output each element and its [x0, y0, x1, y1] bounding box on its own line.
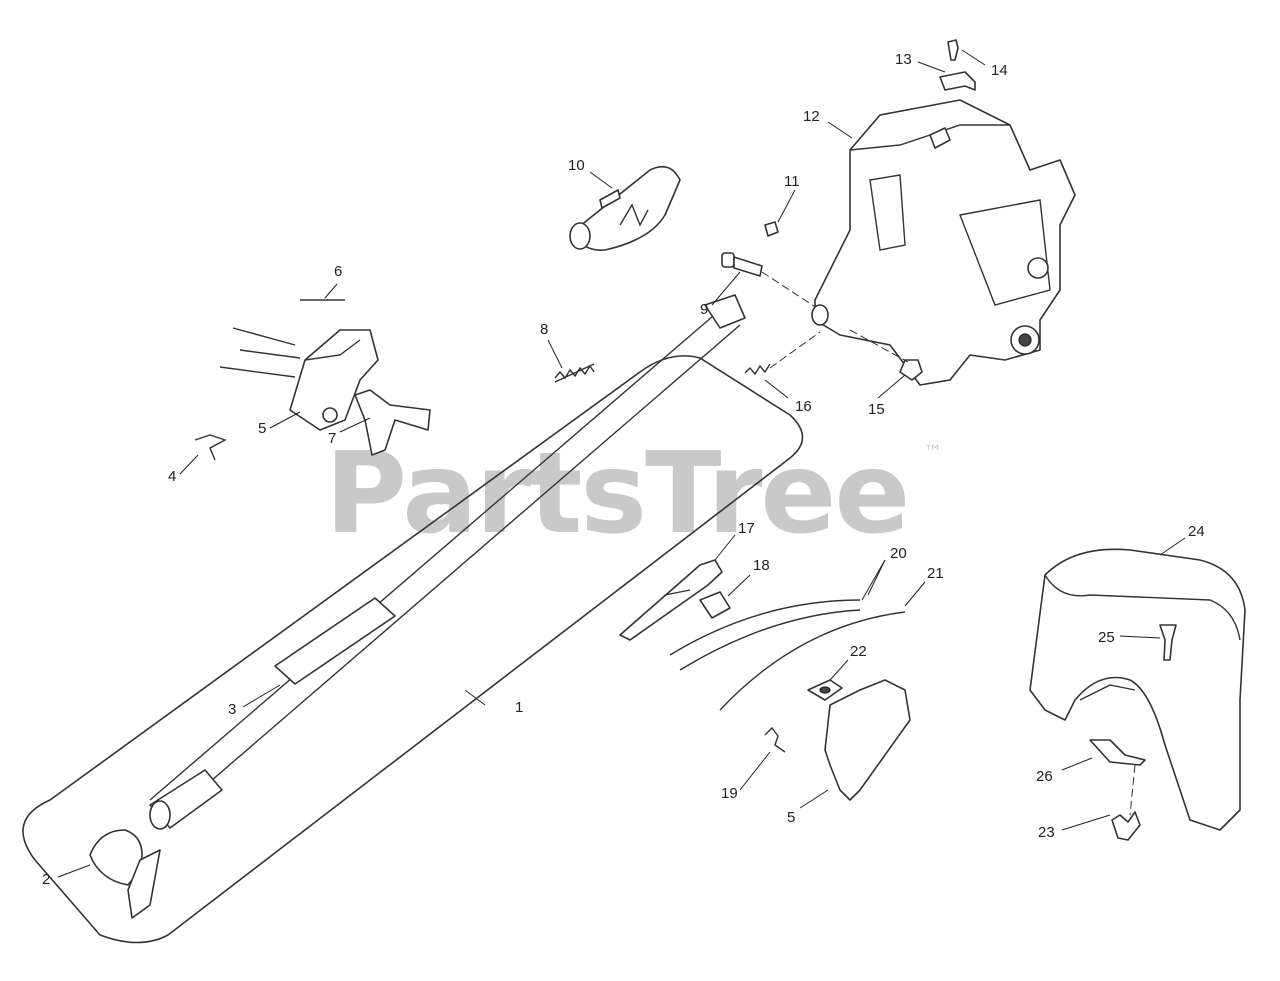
spring-clip [194, 434, 227, 461]
callout-1: 1 [515, 699, 523, 716]
callout-21: 21 [927, 565, 944, 582]
callout-9: 9 [700, 301, 708, 318]
callout-11: 11 [784, 173, 800, 190]
callout-12: 12 [803, 108, 820, 125]
wire-harness [669, 599, 861, 656]
callout-20: 20 [890, 545, 907, 562]
nut [899, 359, 923, 381]
throttle-trigger [354, 389, 431, 456]
shaft-assembly [22, 294, 804, 944]
handle-housing-upper [289, 329, 379, 431]
wing-nut [1111, 811, 1141, 841]
callout-25: 25 [1098, 629, 1115, 646]
stop-switch [619, 559, 723, 641]
callout-16: 16 [795, 398, 812, 415]
screw-small [764, 221, 779, 237]
callout-8: 8 [540, 321, 548, 338]
torsion-spring [764, 726, 786, 753]
watermark-text: PartsTree [325, 429, 908, 559]
bracket-clip [939, 71, 976, 91]
guard-bolt [1159, 624, 1177, 661]
callout-18: 18 [753, 557, 770, 574]
guard-bracket [1089, 739, 1146, 766]
handle-housing-lower [824, 679, 911, 801]
spring-small [744, 363, 771, 376]
engine-assembly [811, 99, 1076, 386]
callout-17: 17 [738, 520, 755, 537]
screw-top [947, 39, 959, 61]
connector [699, 591, 731, 619]
screw-set [219, 299, 345, 378]
callout-26: 26 [1036, 768, 1053, 785]
callout-3: 3 [228, 701, 236, 718]
callout-5-upper: 5 [258, 420, 266, 437]
callout-23: 23 [1038, 824, 1055, 841]
callout-10: 10 [568, 157, 585, 174]
callout-2: 2 [42, 871, 50, 888]
grip-sleeve [569, 165, 681, 251]
callout-6: 6 [334, 263, 342, 280]
callout-15: 15 [868, 401, 885, 418]
callout-14: 14 [991, 62, 1008, 79]
leader-lines [57, 49, 1186, 878]
throttle-cable [719, 611, 906, 711]
callout-24: 24 [1188, 523, 1205, 540]
callout-22: 22 [850, 643, 867, 660]
callout-7: 7 [328, 430, 336, 447]
watermark-trademark: ™ [924, 442, 942, 463]
callout-19: 19 [721, 785, 738, 802]
callout-5-lower: 5 [787, 809, 795, 826]
callout-13: 13 [895, 51, 912, 68]
bolt [721, 252, 763, 277]
spring [554, 363, 595, 383]
callout-4: 4 [168, 468, 176, 485]
debris-guard [1029, 548, 1246, 831]
